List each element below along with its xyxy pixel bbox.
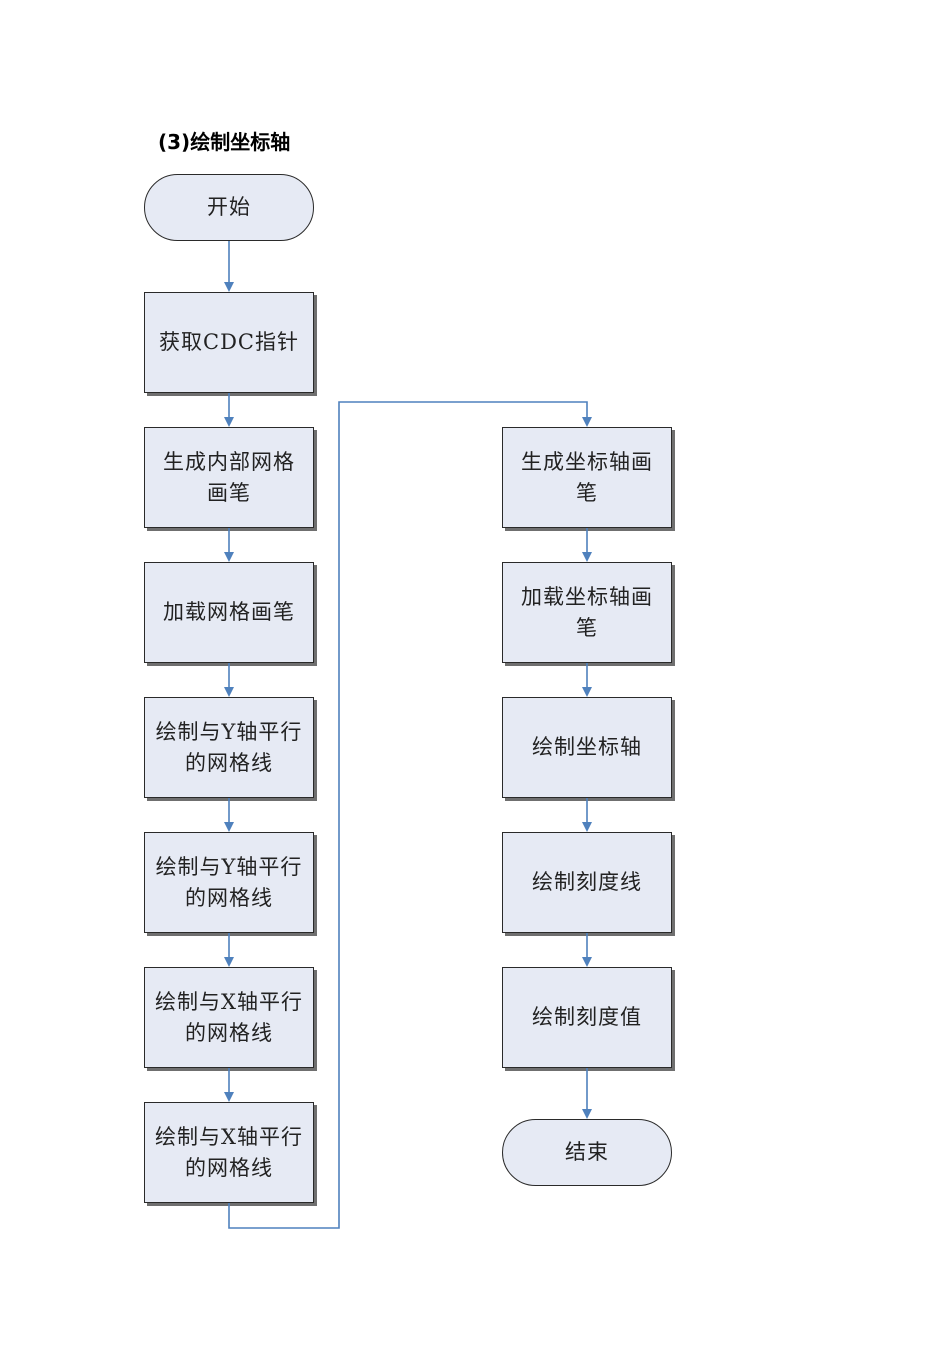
draw-y-grid-label-1: 绘制与Y轴平行的网格线 xyxy=(155,719,303,775)
draw-y-grid-node-2: 绘制与Y轴平行的网格线 xyxy=(144,832,314,933)
draw-x-grid-label-1: 绘制与X轴平行的网格线 xyxy=(155,989,303,1045)
create-axis-pen-label: 生成坐标轴画笔 xyxy=(521,449,653,505)
get-cdc-node: 获取CDC指针 xyxy=(144,292,314,393)
draw-axis-node: 绘制坐标轴 xyxy=(502,697,672,798)
draw-x-grid-node-1: 绘制与X轴平行的网格线 xyxy=(144,967,314,1068)
create-grid-pen-label: 生成内部网格画笔 xyxy=(163,449,295,505)
draw-x-grid-label-2: 绘制与X轴平行的网格线 xyxy=(155,1124,303,1180)
start-label: 开始 xyxy=(207,195,251,219)
start-node: 开始 xyxy=(144,174,314,241)
draw-ticks-node: 绘制刻度线 xyxy=(502,832,672,933)
load-axis-pen-node: 加载坐标轴画笔 xyxy=(502,562,672,663)
draw-tick-values-label: 绘制刻度值 xyxy=(532,1005,642,1029)
draw-axis-label: 绘制坐标轴 xyxy=(532,735,642,759)
draw-ticks-label: 绘制刻度线 xyxy=(532,870,642,894)
section-heading: (3)绘制坐标轴 xyxy=(158,130,291,154)
draw-y-grid-label-2: 绘制与Y轴平行的网格线 xyxy=(155,854,303,910)
end-node: 结束 xyxy=(502,1119,672,1186)
get-cdc-label: 获取CDC指针 xyxy=(159,330,299,354)
load-grid-pen-label: 加载网格画笔 xyxy=(163,600,295,624)
draw-x-grid-node-2: 绘制与X轴平行的网格线 xyxy=(144,1102,314,1203)
end-label: 结束 xyxy=(565,1140,609,1164)
draw-tick-values-node: 绘制刻度值 xyxy=(502,967,672,1068)
load-axis-pen-label: 加载坐标轴画笔 xyxy=(521,584,653,640)
create-axis-pen-node: 生成坐标轴画笔 xyxy=(502,427,672,528)
load-grid-pen-node: 加载网格画笔 xyxy=(144,562,314,663)
arrow-x2-to-axis-pen xyxy=(228,401,592,1229)
create-grid-pen-node: 生成内部网格画笔 xyxy=(144,427,314,528)
draw-y-grid-node-1: 绘制与Y轴平行的网格线 xyxy=(144,697,314,798)
